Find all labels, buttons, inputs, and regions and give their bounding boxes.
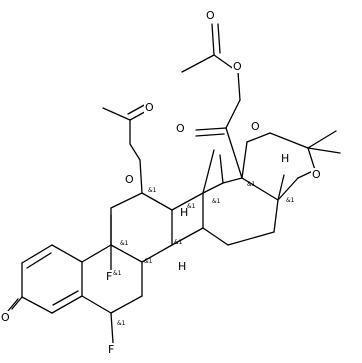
bond (222, 177, 243, 184)
bond (211, 23, 215, 56)
h-8: H (180, 206, 188, 219)
bond (26, 252, 52, 269)
o-acetoxy-carbonyl: O (145, 101, 154, 114)
h-16: H (281, 152, 289, 165)
stereo-label: &1 (113, 270, 122, 277)
atom-labels: O O O O O O O O F F H H H (0, 9, 324, 356)
bond (171, 192, 204, 211)
bond (307, 147, 316, 171)
bonds (7, 23, 341, 344)
stereo-label: &1 (120, 240, 129, 247)
stereo-label: &1 (148, 187, 157, 194)
bond (102, 107, 131, 121)
bond (202, 149, 215, 194)
o-c21-carbonyl: O (206, 9, 215, 22)
bond (139, 159, 143, 194)
bond (237, 71, 241, 101)
bond (81, 244, 112, 263)
bond (202, 182, 224, 194)
bond (246, 132, 271, 143)
bond (217, 23, 221, 54)
bond (273, 199, 279, 233)
bond (81, 295, 112, 314)
f-9: F (106, 270, 112, 283)
o-c20-ketone: O (176, 122, 185, 135)
bond (110, 312, 114, 344)
bond (202, 227, 229, 246)
bond (51, 244, 83, 263)
bond (110, 192, 143, 209)
bond (110, 295, 143, 314)
bond (110, 244, 143, 263)
bond (21, 296, 53, 314)
stereo-label: &1 (286, 197, 295, 204)
bond (241, 177, 279, 201)
bond (52, 290, 79, 306)
o-ring-17: O (251, 120, 260, 133)
stereo-label: &1 (117, 320, 126, 327)
stereo-label: &1 (247, 181, 256, 188)
stereo-markers: &1 &1 &1 &1 &1 &1 &1 &1 &1 &1 (113, 181, 295, 327)
bond (51, 295, 83, 314)
bond (269, 132, 309, 149)
bond (141, 244, 173, 263)
bond (171, 227, 204, 246)
f-6: F (108, 343, 114, 356)
bond (227, 231, 275, 246)
o-acetoxy-ester: O (125, 173, 134, 186)
stereo-label: &1 (144, 258, 153, 265)
stereo-label: &1 (212, 198, 221, 205)
bond (195, 127, 227, 131)
o-c21-ester: O (233, 60, 242, 73)
bond (225, 127, 243, 179)
bond (141, 192, 173, 211)
o-ring-16: O (312, 168, 321, 181)
bond (307, 130, 337, 149)
bond (129, 143, 141, 161)
bond (277, 174, 285, 201)
bond (277, 177, 299, 201)
bond (307, 147, 341, 154)
h-14: H (178, 260, 186, 273)
bond (225, 99, 241, 129)
o-c3-ketone: O (1, 311, 10, 324)
stereo-label: &1 (187, 203, 196, 210)
bond (11, 296, 23, 310)
bond (219, 154, 224, 184)
bond (21, 244, 53, 264)
bond (181, 54, 215, 73)
bond (241, 141, 248, 179)
stereo-label: &1 (174, 239, 183, 246)
bond (195, 133, 225, 137)
bond (7, 298, 19, 312)
